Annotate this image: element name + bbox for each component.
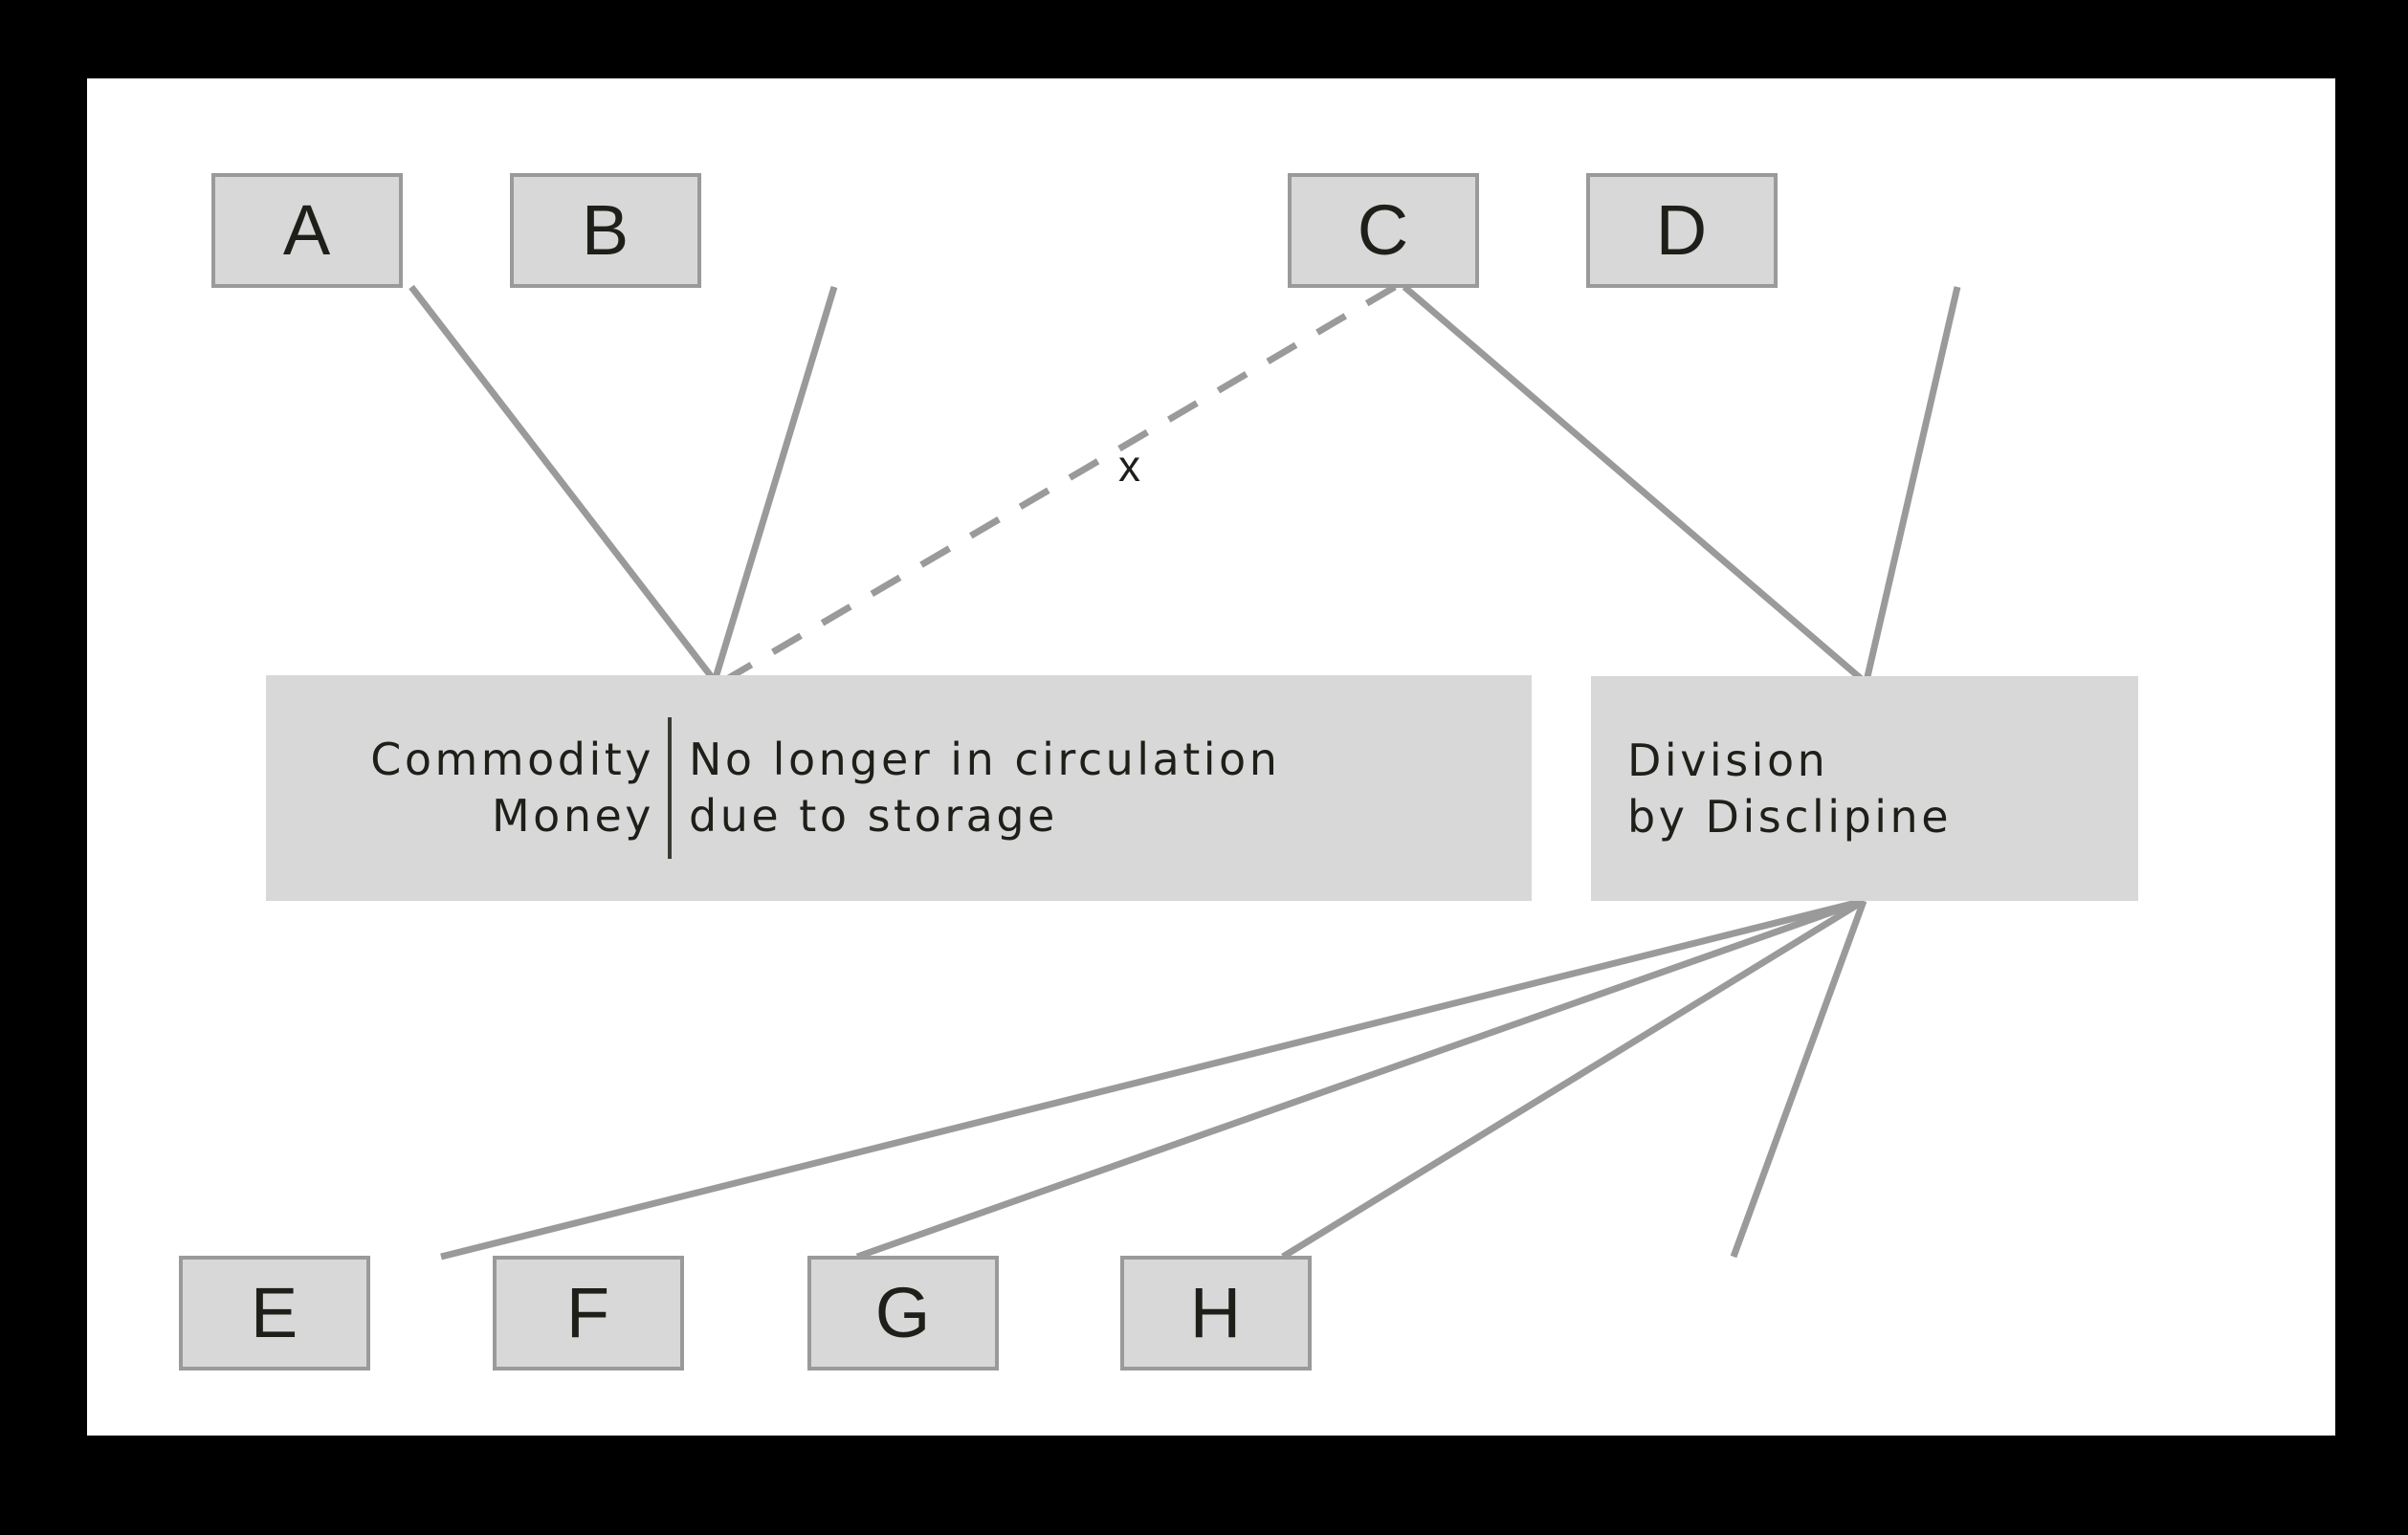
node-e[interactable]: E bbox=[179, 1256, 370, 1371]
commodity-money-right-label: No longer in circulation due to storage bbox=[689, 734, 1281, 842]
node-h-label: H bbox=[1189, 1273, 1243, 1352]
node-commodity-money[interactable]: Commodity Money No longer in circulation… bbox=[266, 675, 1532, 901]
division-label: Division by Disclipine bbox=[1627, 734, 1952, 843]
edge-division-to-h bbox=[1730, 899, 1867, 1259]
edge-d-to-division bbox=[1863, 286, 1961, 682]
edge-x-marker-label: x bbox=[1118, 441, 1140, 491]
edge-c-to-commodity-money-dashed bbox=[718, 283, 1397, 687]
edge-division-to-e bbox=[440, 897, 1865, 1261]
commodity-money-divider bbox=[668, 717, 672, 859]
node-a[interactable]: A bbox=[211, 173, 403, 288]
node-g[interactable]: G bbox=[807, 1256, 999, 1371]
edge-c-to-division bbox=[1402, 284, 1867, 684]
edge-x-marker: x bbox=[1118, 440, 1140, 492]
node-c-label: C bbox=[1357, 190, 1410, 270]
commodity-money-left-label: Commodity Money bbox=[370, 734, 654, 842]
node-a-label: A bbox=[282, 190, 332, 270]
node-h[interactable]: H bbox=[1120, 1256, 1312, 1371]
edge-division-to-g bbox=[1281, 898, 1866, 1260]
node-d[interactable]: D bbox=[1586, 173, 1778, 288]
node-b-label: B bbox=[581, 190, 630, 270]
node-d-label: D bbox=[1655, 190, 1709, 270]
commodity-money-split: Commodity Money No longer in circulation… bbox=[266, 675, 1532, 901]
node-f-label: F bbox=[565, 1273, 611, 1352]
node-c[interactable]: C bbox=[1288, 173, 1479, 288]
node-division-by-disclipine[interactable]: Division by Disclipine bbox=[1591, 676, 2138, 901]
edge-b-to-commodity-money bbox=[711, 285, 838, 683]
edge-a-to-commodity-money bbox=[409, 284, 718, 684]
node-f[interactable]: F bbox=[493, 1256, 684, 1371]
edge-division-to-f bbox=[855, 897, 1866, 1261]
node-e-label: E bbox=[250, 1273, 299, 1352]
node-b[interactable]: B bbox=[510, 173, 701, 288]
diagram-canvas: A B C D x Commodity Money No longer in c… bbox=[87, 78, 2335, 1436]
node-g-label: G bbox=[874, 1273, 932, 1352]
